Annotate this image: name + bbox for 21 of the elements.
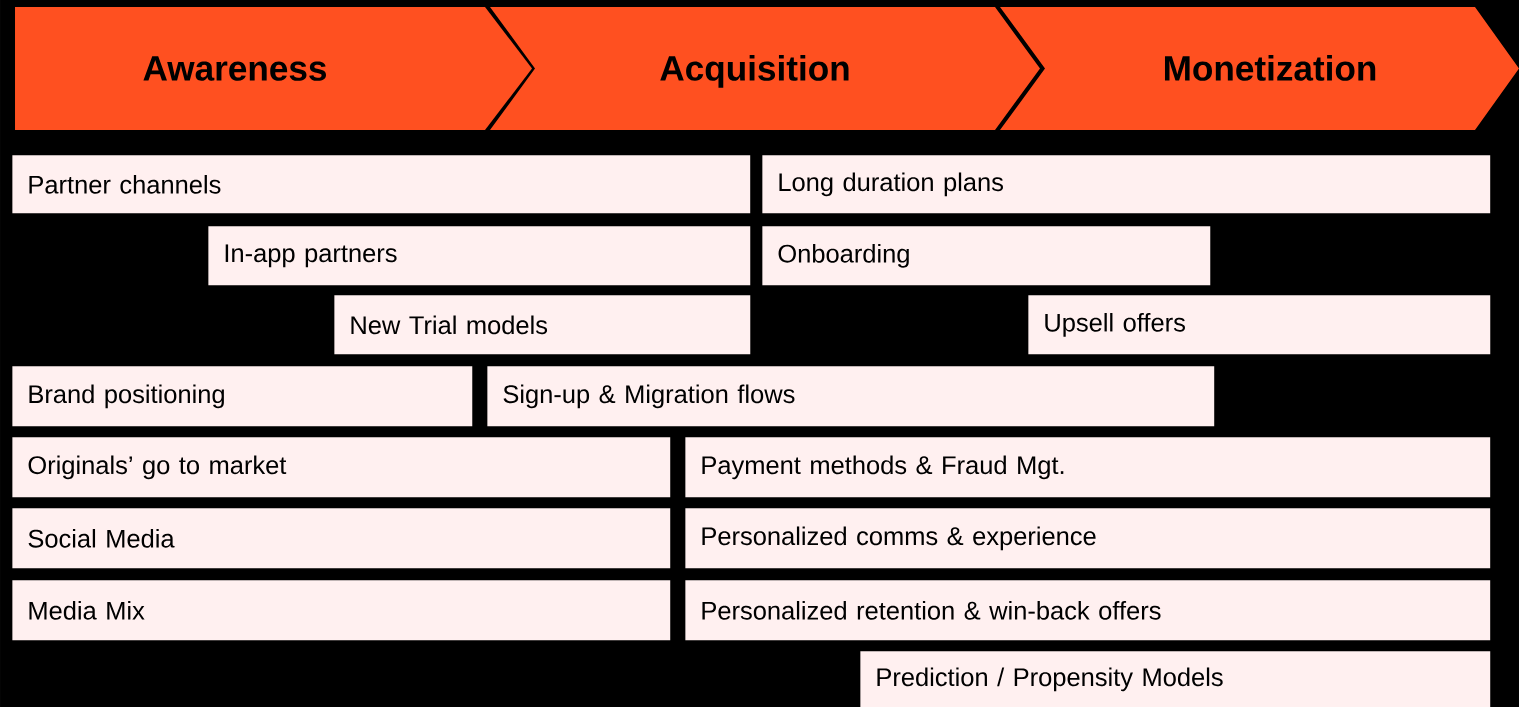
topic-bar: Prediction / Propensity Models <box>860 651 1491 707</box>
topic-bar: Sign-up & Migration flows <box>487 366 1215 427</box>
topic-bar: Personalized retention & win-back offers <box>685 580 1491 641</box>
node-label: Monetization <box>1164 55 1376 81</box>
topic-bar: Originals’ go to market <box>12 437 671 498</box>
topic-bar: Brand positioning <box>12 366 473 427</box>
topic-bar: Media Mix <box>12 580 671 641</box>
stage-banner: Acquisition <box>490 7 1040 130</box>
node-label: Acquisition <box>660 55 849 88</box>
topic-bar: Personalized comms & experience <box>685 508 1491 569</box>
node-label: Awareness <box>143 56 327 81</box>
topic-bar: Partner channels <box>12 155 751 214</box>
topic-bar: In-app partners <box>208 226 751 286</box>
topic-bar: New Trial models <box>334 295 751 355</box>
topic-bar: Upsell offers <box>1028 295 1491 355</box>
topic-bar: Long duration plans <box>762 155 1491 214</box>
stage-banner: Awareness <box>15 7 532 130</box>
topic-bar: Onboarding <box>762 226 1211 286</box>
stage-banner: Monetization <box>1000 7 1519 130</box>
topic-bar: Social Media <box>12 508 671 569</box>
topic-bar: Payment methods & Fraud Mgt. <box>685 437 1491 498</box>
